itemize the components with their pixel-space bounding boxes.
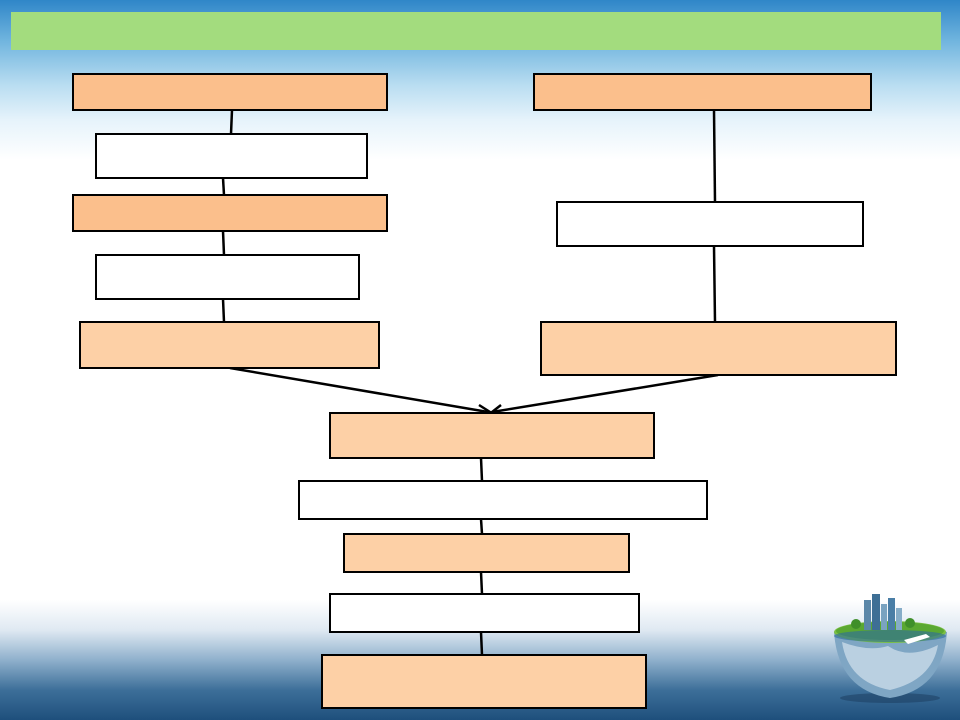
connector-left-1 — [229, 109, 234, 135]
bottom-box-2 — [298, 480, 708, 520]
right-box-1 — [533, 73, 872, 111]
connector-merge-left — [229, 366, 489, 414]
bottom-box-3 — [343, 533, 630, 573]
bottom-box-1 — [329, 412, 655, 459]
header-bar — [11, 12, 941, 50]
bottom-box-4 — [329, 593, 640, 633]
left-box-1 — [72, 73, 388, 111]
connector-left-2 — [221, 177, 226, 196]
bottom-box-5 — [321, 654, 647, 709]
left-box-4 — [95, 254, 360, 300]
connector-bottom-1 — [479, 457, 484, 482]
connector-merge-right — [491, 373, 719, 414]
connector-left-4 — [221, 298, 226, 323]
left-box-2 — [95, 133, 368, 179]
connector-bottom-4 — [479, 631, 484, 656]
right-box-3 — [540, 321, 897, 376]
globe-city-island-icon — [834, 594, 947, 703]
connector-left-3 — [221, 230, 226, 256]
connector-bottom-2 — [479, 518, 484, 535]
right-box-2 — [556, 201, 864, 247]
connector-bottom-3 — [479, 571, 484, 595]
left-box-3 — [72, 194, 388, 232]
left-box-5 — [79, 321, 380, 369]
connector-right-1 — [712, 109, 717, 203]
connector-right-2 — [712, 245, 717, 323]
